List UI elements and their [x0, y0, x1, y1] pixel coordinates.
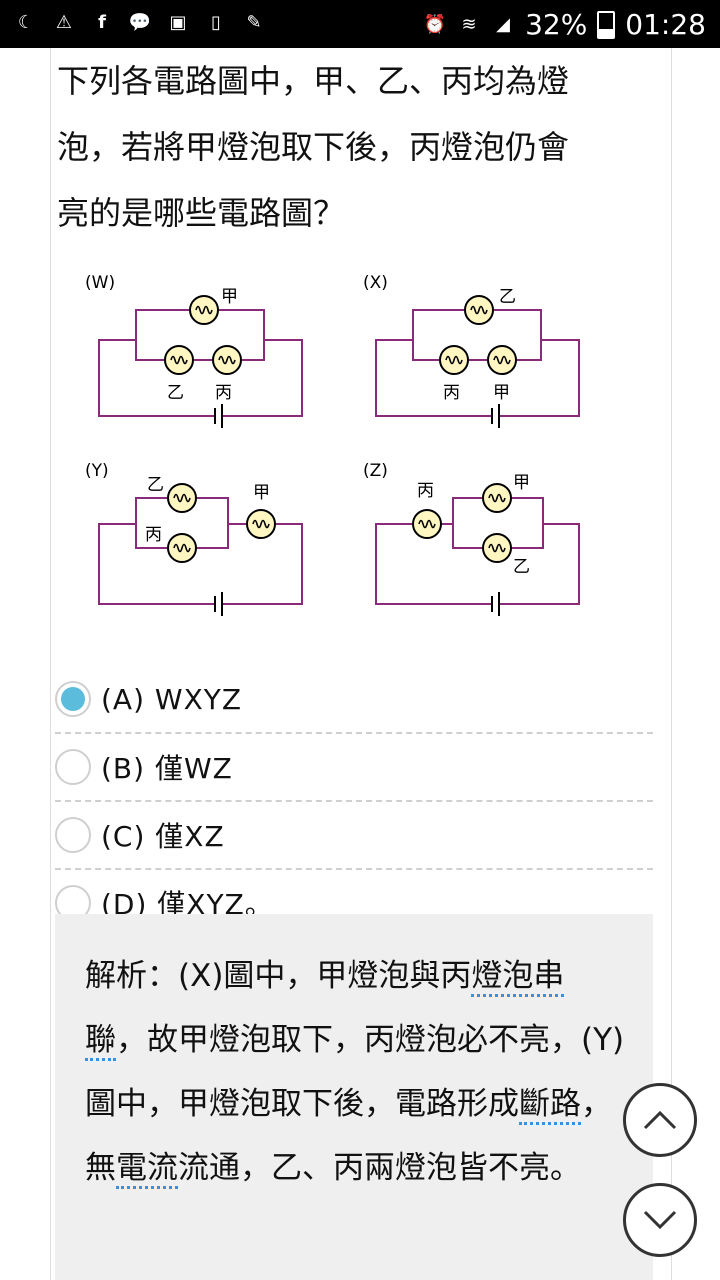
bulb-icon — [167, 533, 197, 563]
radio-button[interactable] — [55, 817, 91, 853]
circuit-diagrams: (W) 甲 乙 丙 (X) — [85, 273, 580, 616]
option-label: (C) 僅XZ — [101, 820, 225, 853]
bulb-label: 乙 — [167, 383, 184, 403]
bulb-icon — [189, 295, 219, 325]
analysis-part: 流通，乙、丙兩燈泡皆不亮。 — [178, 1150, 581, 1186]
option-a[interactable]: (A) WXYZ — [55, 666, 653, 734]
circuit-w: (W) 甲 乙 丙 — [85, 273, 303, 428]
bulb-label: 乙 — [513, 557, 530, 577]
chevron-up-icon — [643, 1110, 677, 1130]
option-b[interactable]: (B) 僅WZ — [55, 734, 653, 802]
bulb-label: 甲 — [221, 287, 238, 307]
radio-dot — [61, 687, 85, 711]
notification-icons: ☾ ⚠ f 💬 ▣ ▯ ✎ — [14, 10, 266, 34]
line-icon: 💬 — [128, 11, 152, 33]
bulb-label: 丙 — [443, 383, 460, 403]
circuit-label: (Y) — [85, 461, 109, 481]
facebook-icon: f — [98, 11, 106, 33]
radio-button[interactable] — [55, 749, 91, 785]
moon-icon: ☾ — [17, 11, 35, 33]
question-page: 下列各電路圖中，甲、乙、丙均為燈 泡，若將甲燈泡取下後，丙燈泡仍會 亮的是哪些電… — [50, 48, 672, 1280]
bulb-label: 乙 — [499, 287, 516, 307]
cleaner-icon: ✎ — [246, 11, 262, 33]
circuit-y: (Y) 乙 丙 甲 — [85, 461, 303, 616]
question-text: 下列各電路圖中，甲、乙、丙均為燈 泡，若將甲燈泡取下後，丙燈泡仍會 亮的是哪些電… — [57, 62, 570, 232]
circuit-label: (X) — [363, 273, 388, 293]
bulb-label: 丙 — [417, 481, 434, 501]
option-c[interactable]: (C) 僅XZ — [55, 802, 653, 870]
battery-icon — [597, 10, 616, 39]
chevron-down-icon — [643, 1210, 677, 1230]
bulb-icon — [482, 533, 512, 563]
dictionary-link[interactable]: 電流 — [116, 1150, 178, 1189]
answer-options: (A) WXYZ (B) 僅WZ (C) 僅XZ (D) 僅XYZ。 — [55, 666, 653, 936]
circuit-label: (Z) — [363, 461, 388, 481]
analysis-part: 解析：(X)圖中，甲燈泡與丙 — [85, 958, 472, 994]
clock: 01:28 — [625, 8, 706, 41]
scroll-up-button[interactable] — [623, 1083, 697, 1157]
bulb-icon — [167, 483, 197, 513]
bulb-icon — [464, 295, 494, 325]
bulb-label: 丙 — [215, 383, 232, 403]
option-label: (A) WXYZ — [101, 682, 243, 716]
bulb-icon — [487, 345, 517, 375]
signal-icon: ◢ — [496, 14, 510, 35]
bulb-icon — [212, 345, 242, 375]
bulb-label: 甲 — [513, 473, 530, 493]
dictionary-link[interactable]: 燈泡串聯 — [85, 958, 565, 1061]
circuit-x: (X) 乙 丙 甲 — [363, 273, 580, 428]
bulb-label: 甲 — [493, 383, 510, 403]
dictionary-link[interactable]: 斷路 — [519, 1086, 581, 1125]
analysis-panel: 解析：(X)圖中，甲燈泡與丙燈泡串聯，故甲燈泡取下，丙燈泡必不亮，(Y)圖中，甲… — [55, 914, 653, 1280]
tablet-icon: ▯ — [211, 11, 221, 33]
alarm-icon: ⏰ — [423, 14, 447, 35]
analysis-text: 解析：(X)圖中，甲燈泡與丙燈泡串聯，故甲燈泡取下，丙燈泡必不亮，(Y)圖中，甲… — [85, 944, 625, 1200]
analysis-part: ，故甲燈泡取下，丙燈泡必不亮，(Y)圖中，甲燈泡取下後，電路形成 — [85, 1022, 625, 1122]
circuit-z: (Z) 丙 甲 乙 — [363, 461, 580, 616]
radio-button-selected[interactable] — [55, 681, 91, 717]
bulb-label: 丙 — [145, 525, 162, 545]
bulb-label: 甲 — [253, 483, 270, 503]
analysis-part: ，無 — [85, 1086, 612, 1186]
image-icon: ▣ — [169, 11, 187, 33]
bulb-icon — [439, 345, 469, 375]
bulb-icon — [164, 345, 194, 375]
circuit-label: (W) — [85, 273, 115, 293]
notification-alert-icon: ⚠ — [55, 11, 73, 33]
battery-percent: 32% — [525, 8, 588, 41]
bulb-label: 乙 — [147, 475, 164, 495]
bulb-icon — [482, 483, 512, 513]
wifi-icon: ≋ — [461, 14, 477, 35]
bulb-icon — [412, 509, 442, 539]
option-label: (B) 僅WZ — [101, 752, 233, 785]
bulb-icon — [246, 509, 276, 539]
scroll-down-button[interactable] — [623, 1183, 697, 1257]
status-bar: ☾ ⚠ f 💬 ▣ ▯ ✎ ⏰ ≋ ◢ 32% 01:28 — [0, 0, 720, 48]
system-icons: ⏰ ≋ ◢ 32% 01:28 — [423, 8, 706, 41]
